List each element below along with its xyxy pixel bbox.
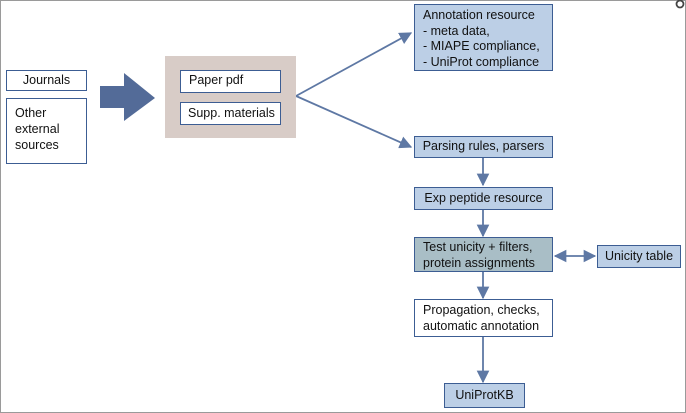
journals-box: Journals (6, 70, 87, 91)
annotation-line-2: - meta data, (423, 23, 490, 38)
documents-group (165, 56, 296, 138)
other-sources-line-1: Other (15, 106, 47, 120)
annotation-resource-box: Annotation resource - meta data, - MIAPE… (414, 4, 553, 71)
supp-materials-box: Supp. materials (180, 102, 281, 125)
parsing-rules-label: Parsing rules, parsers (422, 139, 545, 154)
exp-peptide-box: Exp peptide resource (414, 187, 553, 210)
big-arrow-shape (100, 73, 155, 121)
parsing-rules-box: Parsing rules, parsers (414, 136, 553, 158)
test-unicity-box: Test unicity + filters, protein assignme… (414, 237, 553, 272)
test-unicity-line-1: Test unicity + filters, (423, 240, 533, 254)
exp-peptide-label: Exp peptide resource (424, 190, 543, 205)
propagation-line-1: Propagation, checks, (423, 303, 540, 317)
uniprotkb-box: UniProtKB (444, 383, 525, 408)
propagation-box: Propagation, checks, automatic annotatio… (414, 299, 553, 337)
paper-pdf-label: Paper pdf (189, 73, 244, 87)
test-unicity-line-2: protein assignments (423, 255, 535, 270)
other-sources-box: Other external sources (6, 98, 87, 164)
arrow-to-parsing (295, 95, 413, 149)
arrow-to-annotation (295, 32, 413, 97)
propagation-line-2: automatic annotation (423, 318, 540, 333)
annotation-line-1: Annotation resource (423, 8, 535, 22)
unicity-table-label: Unicity table (604, 248, 674, 263)
other-sources-line-2: external (15, 122, 60, 136)
uniprotkb-label: UniProtKB (455, 387, 514, 402)
paper-pdf-box: Paper pdf (180, 70, 281, 93)
annotation-line-3: - MIAPE compliance, (423, 39, 540, 53)
other-sources-line-3: sources (15, 138, 59, 152)
unicity-table-box: Unicity table (597, 245, 681, 268)
annotation-line-4: - UniProt compliance (423, 54, 540, 69)
journals-label: Journals (22, 72, 71, 87)
corner-circle-icon (675, 0, 685, 9)
supp-materials-label: Supp. materials (188, 106, 275, 120)
